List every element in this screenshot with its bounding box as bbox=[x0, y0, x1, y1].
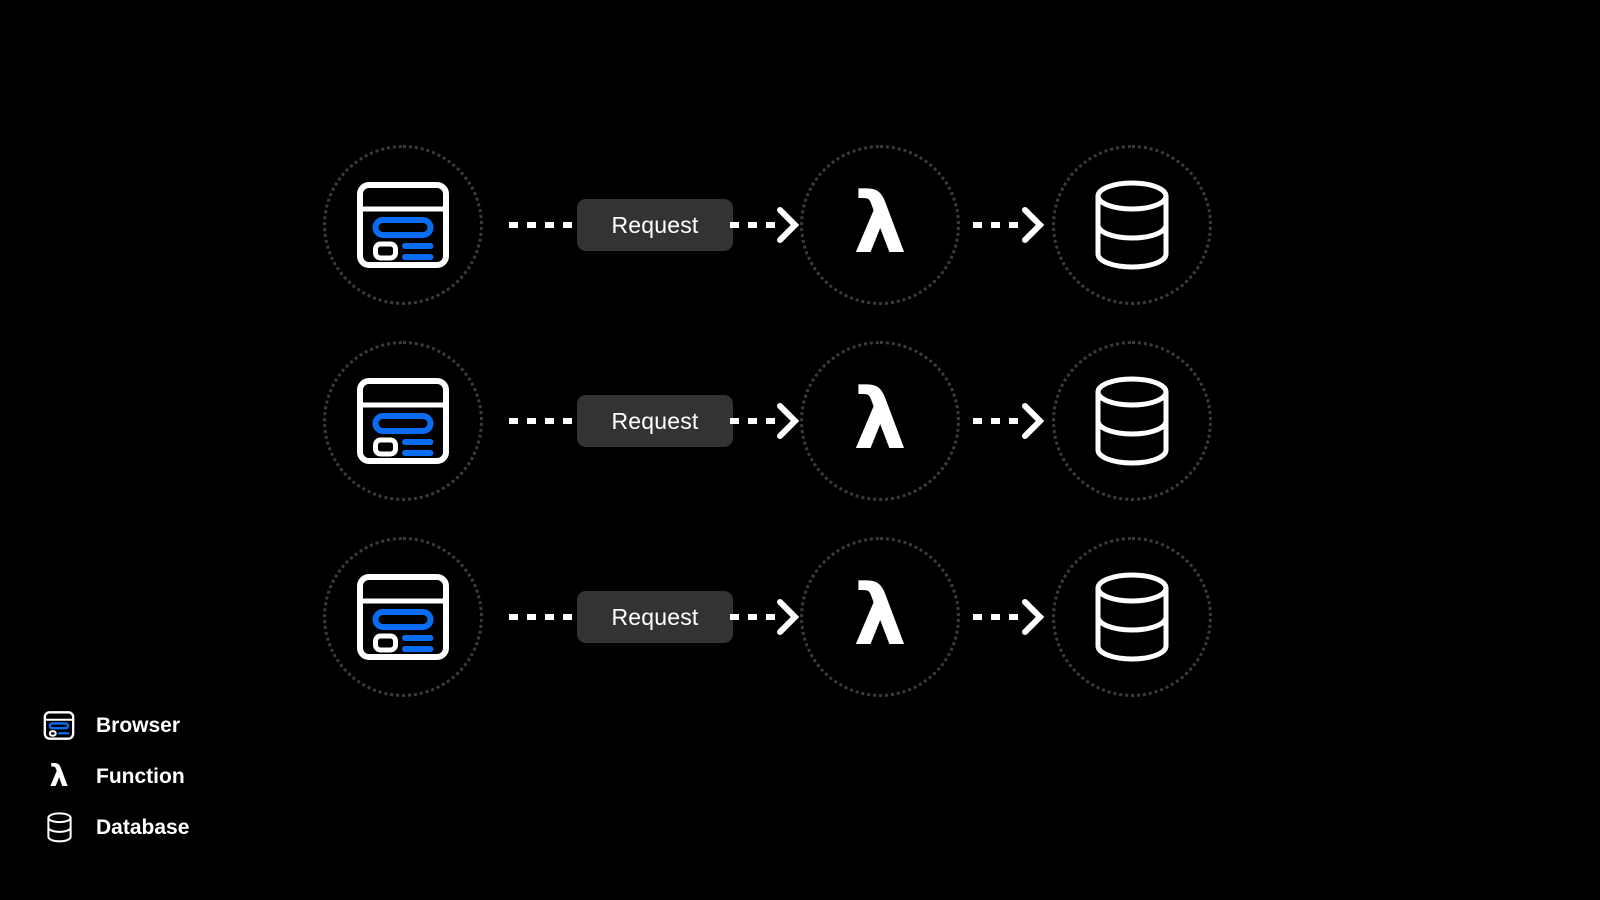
legend: Browser λ Function Database bbox=[42, 700, 342, 853]
request-chip[interactable]: Request bbox=[577, 395, 733, 447]
flow-row: Request λ bbox=[0, 537, 1600, 737]
lambda-icon: λ bbox=[853, 566, 907, 664]
browser-icon bbox=[42, 709, 76, 743]
request-chip[interactable]: Request bbox=[577, 591, 733, 643]
connector-browser-to-request bbox=[505, 587, 585, 647]
request-chip-label: Request bbox=[611, 211, 699, 238]
request-chip[interactable]: Request bbox=[577, 199, 733, 251]
connector-request-to-function bbox=[728, 195, 803, 255]
database-icon bbox=[1092, 179, 1172, 271]
connector-request-to-function bbox=[728, 587, 803, 647]
browser-icon bbox=[357, 378, 449, 464]
connector-browser-to-request bbox=[505, 195, 585, 255]
function-node[interactable]: λ bbox=[800, 145, 960, 305]
request-chip-label: Request bbox=[611, 603, 699, 630]
lambda-icon: λ bbox=[853, 370, 907, 468]
lambda-glyph: λ bbox=[49, 758, 69, 794]
database-icon bbox=[1092, 375, 1172, 467]
function-node[interactable]: λ bbox=[800, 537, 960, 697]
lambda-icon: λ bbox=[42, 760, 76, 794]
database-icon bbox=[1092, 571, 1172, 663]
legend-item-database: Database bbox=[42, 802, 342, 853]
legend-label-function: Function bbox=[96, 764, 185, 788]
connector-function-to-database bbox=[965, 587, 1050, 647]
legend-item-function: λ Function bbox=[42, 751, 342, 802]
legend-label-browser: Browser bbox=[96, 713, 181, 737]
connector-function-to-database bbox=[965, 195, 1050, 255]
browser-icon bbox=[357, 574, 449, 660]
database-node[interactable] bbox=[1052, 341, 1212, 501]
connector-function-to-database bbox=[965, 391, 1050, 451]
browser-node[interactable] bbox=[323, 341, 483, 501]
database-node[interactable] bbox=[1052, 537, 1212, 697]
legend-label-database: Database bbox=[96, 815, 190, 839]
browser-node[interactable] bbox=[323, 145, 483, 305]
database-node[interactable] bbox=[1052, 145, 1212, 305]
connector-request-to-function bbox=[728, 391, 803, 451]
lambda-icon: λ bbox=[853, 174, 907, 272]
connector-browser-to-request bbox=[505, 391, 585, 451]
flow-row: Request λ bbox=[0, 341, 1600, 541]
browser-icon bbox=[357, 182, 449, 268]
legend-item-browser: Browser bbox=[42, 700, 342, 751]
request-chip-label: Request bbox=[611, 407, 699, 434]
browser-node[interactable] bbox=[323, 537, 483, 697]
function-node[interactable]: λ bbox=[800, 341, 960, 501]
flow-row: Request λ bbox=[0, 145, 1600, 345]
database-icon bbox=[42, 811, 76, 845]
